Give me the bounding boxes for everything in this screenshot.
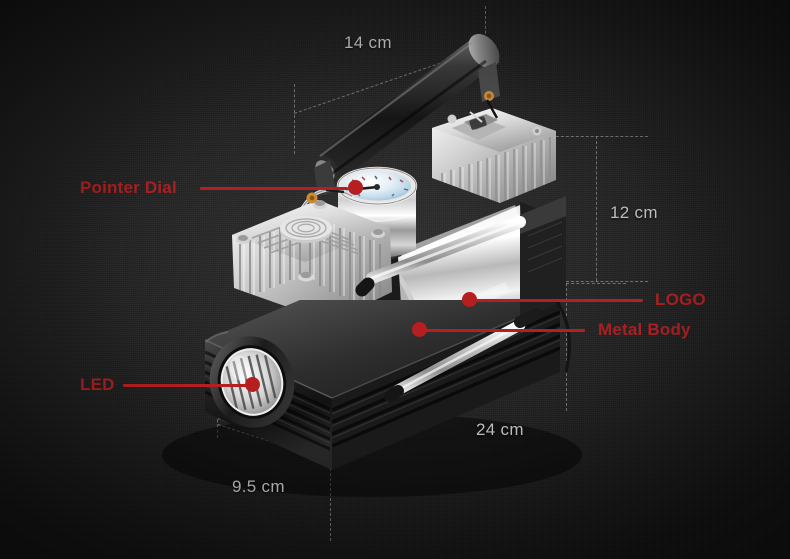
- callout-dot-metal-body: [412, 322, 427, 337]
- callout-leader-led: [123, 384, 253, 387]
- dimension-label-9.5cm: 9.5 cm: [232, 477, 285, 496]
- callout-leader-metal-body: [425, 329, 585, 332]
- callout-dot-logo: [462, 292, 477, 307]
- callout-dot-led: [245, 377, 260, 392]
- callout-leader-pointer-dial: [200, 187, 348, 190]
- dimension-label-24cm: 24 cm: [476, 420, 524, 439]
- head-valve-cap: [280, 216, 332, 243]
- callout-label-logo: LOGO: [655, 290, 706, 309]
- dimension-label-14cm: 14 cm: [344, 33, 392, 52]
- dimension-label-12cm: 12 cm: [610, 203, 658, 222]
- callout-label-pointer-dial: Pointer Dial: [80, 178, 177, 197]
- rear-cylinder-head: [432, 99, 556, 203]
- callout-label-metal-body: Metal Body: [598, 320, 691, 339]
- callout-label-led: LED: [80, 375, 115, 394]
- callout-dot-pointer-dial: [348, 180, 363, 195]
- callout-leader-logo: [475, 299, 643, 302]
